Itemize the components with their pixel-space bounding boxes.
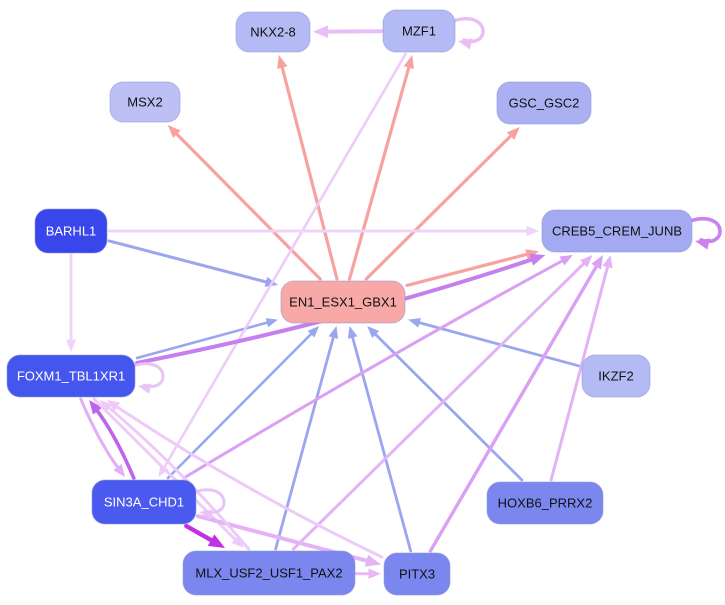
edge-SIN3A_CHD1-to-EN1_ESX1_GBX1[interactable] <box>166 326 320 480</box>
edge-HOXB6_PRRX2-to-CREB5_CREM_JUNB[interactable] <box>549 255 613 482</box>
arrowhead-icon <box>65 339 77 352</box>
arrowhead-icon <box>167 125 181 139</box>
node-MSX2[interactable]: MSX2 <box>109 81 181 123</box>
node-PITX3[interactable]: PITX3 <box>383 552 451 596</box>
edge-SIN3A_CHD1-to-CREB5_CREM_JUNB[interactable] <box>182 255 573 480</box>
node-HOXB6_PRRX2[interactable]: HOXB6_PRRX2 <box>486 481 604 525</box>
edge-MLX_USF2_USF1_PAX2-to-EN1_ESX1_GBX1[interactable] <box>274 326 339 551</box>
edge-PITX3-to-EN1_ESX1_GBX1[interactable] <box>347 326 413 553</box>
arrowhead-icon <box>403 55 414 69</box>
arrowhead-icon <box>138 383 152 394</box>
edge-MZF1-to-MZF1-selfloop[interactable] <box>451 17 485 50</box>
arrowhead-icon <box>89 400 103 415</box>
arrowhead-icon <box>199 509 213 520</box>
edge-PITX3-to-CREB5_CREM_JUNB[interactable] <box>428 255 604 553</box>
arrowhead-icon <box>591 255 604 270</box>
edge-IKZF2-to-EN1_ESX1_GBX1[interactable] <box>408 317 582 368</box>
arrowhead-icon <box>695 238 710 250</box>
arrowhead-icon <box>559 255 573 266</box>
arrowhead-icon <box>458 38 473 50</box>
node-MLX_USF2_USF1_PAX2[interactable]: MLX_USF2_USF1_PAX2 <box>182 550 356 596</box>
arrowhead-icon <box>307 326 320 338</box>
arrowhead-icon <box>364 554 381 567</box>
edge-PITX3-to-FOXM1_TBL1XR1[interactable] <box>106 400 384 559</box>
arrowhead-icon <box>506 127 520 140</box>
node-GSC_GSC2[interactable]: GSC_GSC2 <box>496 81 592 125</box>
edge-FOXM1_TBL1XR1-to-EN1_ESX1_GBX1[interactable] <box>135 318 278 360</box>
edge-EN1_ESX1_GBX1-to-NKX2-8[interactable] <box>277 55 339 281</box>
edge-BARHL1-to-FOXM1_TBL1XR1[interactable] <box>65 253 77 352</box>
arrowhead-icon <box>408 317 421 328</box>
edge-EN1_ESX1_GBX1-to-MZF1[interactable] <box>347 55 414 281</box>
edge-SIN3A_CHD1-to-SIN3A_CHD1-selfloop[interactable] <box>192 488 226 520</box>
arrowhead-icon <box>313 25 329 38</box>
edge-MLX_USF2_USF1_PAX2-to-FOXM1_TBL1XR1[interactable] <box>99 400 251 551</box>
edge-SIN3A_CHD1-to-FOXM1_TBL1XR1[interactable] <box>89 400 136 480</box>
arrowhead-icon <box>526 225 539 237</box>
arrowhead-icon <box>347 326 358 339</box>
edge-MLX_USF2_USF1_PAX2-to-CREB5_CREM_JUNB[interactable] <box>291 255 593 551</box>
node-FOXM1_TBL1XR1[interactable]: FOXM1_TBL1XR1 <box>6 354 136 398</box>
node-BARHL1[interactable]: BARHL1 <box>34 208 108 254</box>
arrowhead-icon <box>328 326 339 339</box>
node-MZF1[interactable]: MZF1 <box>382 9 456 53</box>
edge-FOXM1_TBL1XR1-to-SIN3A_CHD1[interactable] <box>79 397 126 477</box>
edge-SIN3A_CHD1-to-MLX_USF2_USF1_PAX2[interactable] <box>184 523 225 548</box>
arrowhead-icon <box>277 55 288 69</box>
arrowhead-icon <box>106 400 121 412</box>
edge-BARHL1-to-EN1_ESX1_GBX1[interactable] <box>107 239 278 287</box>
edge-CREB5_CREM_JUNB-to-CREB5_CREM_JUNB-selfloop[interactable] <box>688 217 722 250</box>
node-SIN3A_CHD1[interactable]: SIN3A_CHD1 <box>91 479 197 525</box>
node-NKX2-8[interactable]: NKX2-8 <box>235 11 311 53</box>
edge-EN1_ESX1_GBX1-to-MSX2[interactable] <box>167 125 322 281</box>
edge-MZF1-to-NKX2-8[interactable] <box>313 25 383 38</box>
edge-FOXM1_TBL1XR1-to-FOXM1_TBL1XR1-selfloop[interactable] <box>131 362 165 394</box>
arrowhead-icon <box>580 255 593 268</box>
arrowhead-icon <box>529 253 546 266</box>
arrowhead-icon <box>113 463 126 477</box>
node-EN1_ESX1_GBX1[interactable]: EN1_ESX1_GBX1 <box>280 280 406 324</box>
edge-MLX_USF2_USF1_PAX2-to-PITX3[interactable] <box>350 568 381 579</box>
edge-MZF1-to-SIN3A_CHD1[interactable] <box>158 52 407 477</box>
arrowhead-icon <box>99 400 113 412</box>
arrowhead-icon <box>158 464 169 477</box>
arrowhead-icon <box>367 326 380 338</box>
arrowhead-icon <box>265 318 278 328</box>
edge-EN1_ESX1_GBX1-to-GSC_GSC2[interactable] <box>364 127 520 281</box>
edge-HOXB6_PRRX2-to-EN1_ESX1_GBX1[interactable] <box>367 326 524 482</box>
edge-FOXM1_TBL1XR1-to-MLX_USF2_USF1_PAX2[interactable] <box>92 397 244 548</box>
edge-BARHL1-to-CREB5_CREM_JUNB[interactable] <box>107 225 539 237</box>
arrowhead-icon <box>231 535 244 548</box>
arrowhead-icon <box>602 255 613 269</box>
arrowhead-icon <box>368 568 381 579</box>
node-CREB5_CREM_JUNB[interactable]: CREB5_CREM_JUNB <box>541 209 693 253</box>
arrowhead-icon <box>207 534 225 548</box>
node-IKZF2[interactable]: IKZF2 <box>581 354 651 398</box>
